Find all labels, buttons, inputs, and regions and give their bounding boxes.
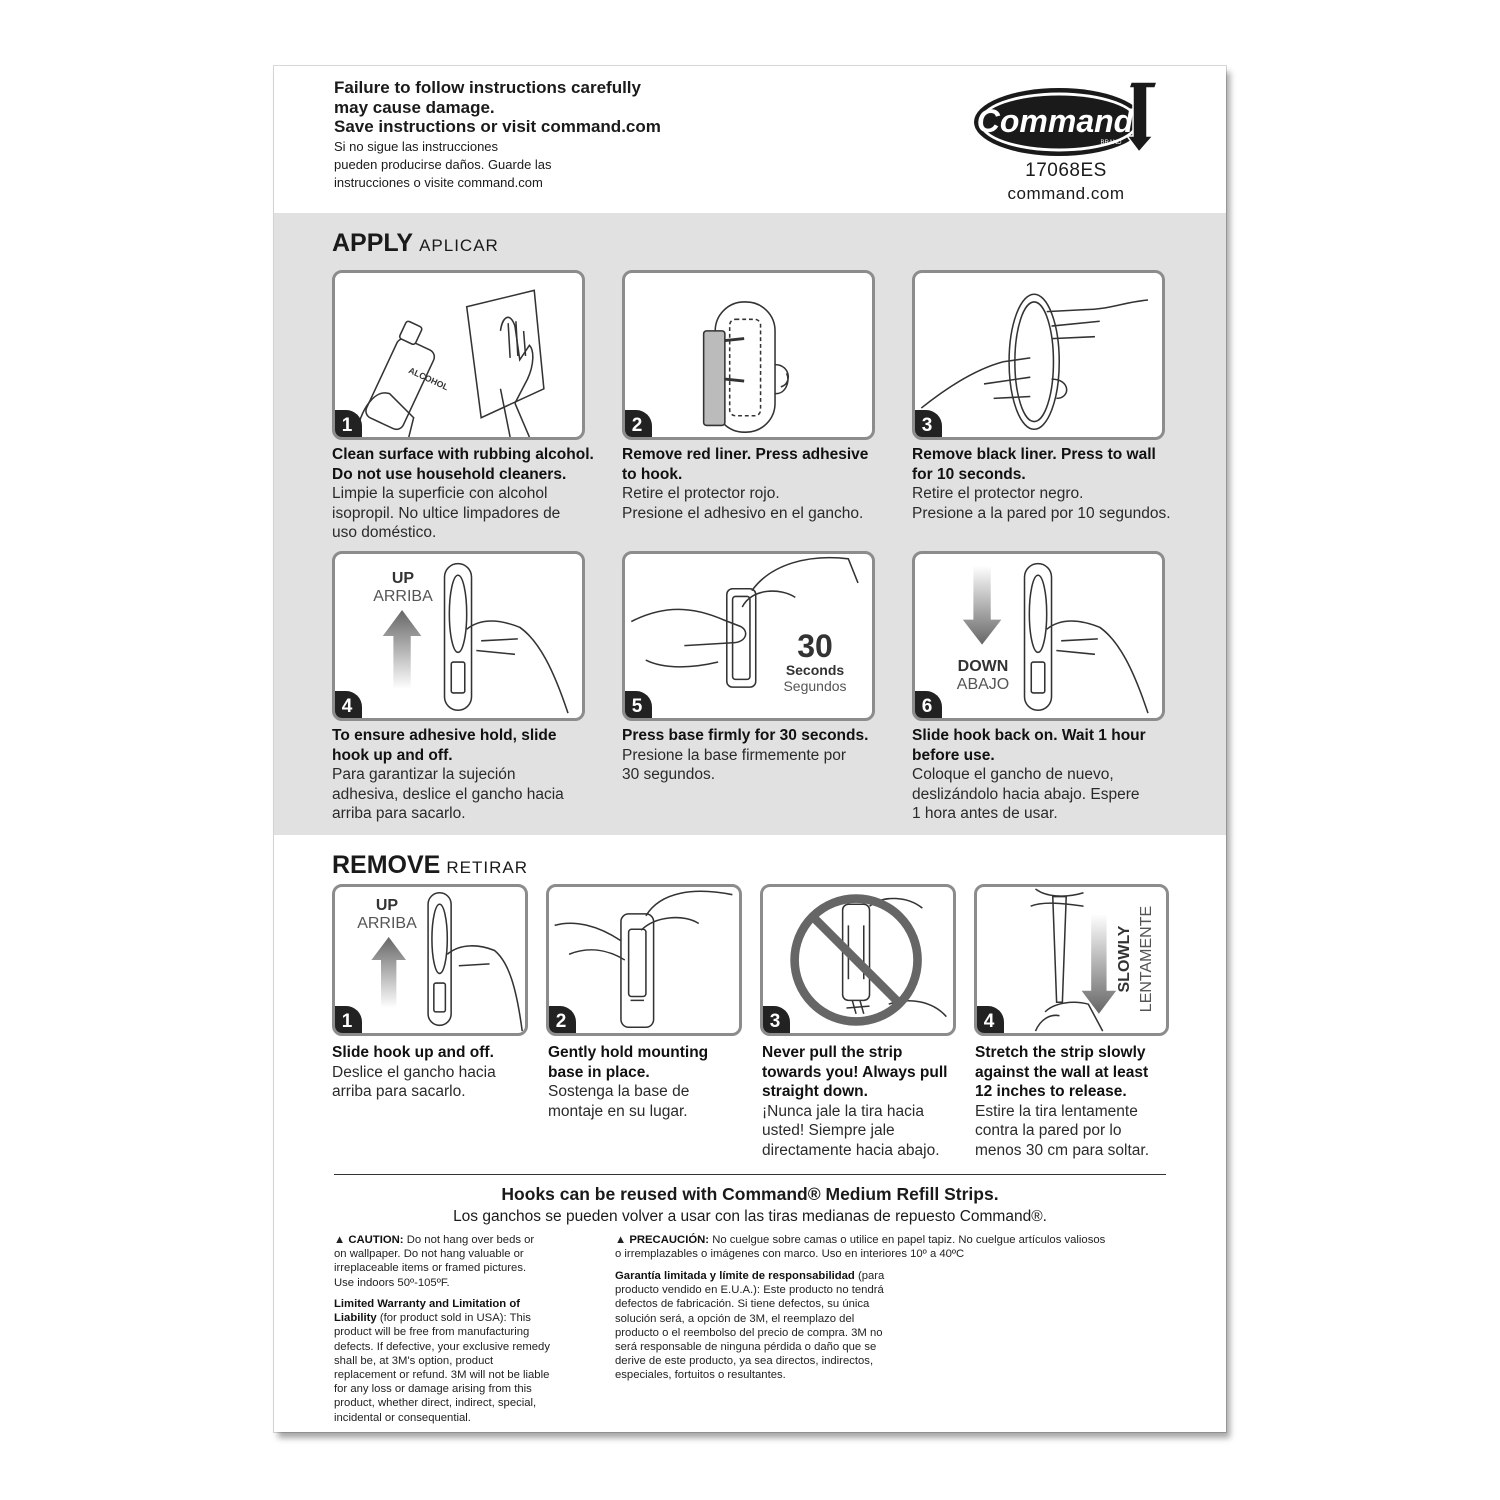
- svg-text:Command: Command: [977, 103, 1135, 139]
- remove-step-3-illustration: 3: [760, 884, 956, 1036]
- step-number-badge: 5: [625, 691, 652, 718]
- instruction-card: Failure to follow instructions carefully…: [274, 66, 1226, 1432]
- step-number-badge: 2: [625, 410, 652, 437]
- slide-hook-off-icon: [371, 891, 523, 1032]
- press-base-icon: [630, 556, 859, 688]
- warning-triangle-icon: ▲: [334, 1234, 346, 1246]
- slide-hook-up-icon: [382, 562, 569, 714]
- reuse-note-spanish: Los ganchos se pueden volver a usar con …: [453, 1208, 1047, 1225]
- apply-step-5-illustration: 30 Seconds Segundos 5: [622, 551, 875, 721]
- apply-step-5-caption: Press base firmly for 30 seconds. Presio…: [622, 727, 869, 783]
- apply-step-1-illustration: ALCOHOL 1: [332, 270, 585, 440]
- slowly-label: SLOWLY LENTAMENTE: [1116, 905, 1155, 1013]
- remove-step-2-illustration: 2: [546, 884, 742, 1036]
- step-number-badge: 3: [915, 410, 942, 437]
- step-number-badge: 1: [335, 410, 362, 437]
- alcohol-wipe-icon: ALCOHOL: [354, 289, 545, 437]
- slide-hook-down-icon: [962, 562, 1149, 714]
- reuse-note-english: Hooks can be reused with Command® Medium…: [501, 1184, 999, 1204]
- product-code: 17068ES: [1025, 160, 1107, 181]
- apply-step-3-illustration: 3: [912, 270, 1165, 440]
- svg-text:BRAND: BRAND: [1100, 140, 1122, 146]
- divider: [334, 1174, 1166, 1175]
- caution-english: ▲ CAUTION: Do not hang over beds or on w…: [334, 1234, 535, 1289]
- warning-english: Failure to follow instructions carefully…: [334, 78, 661, 136]
- do-not-pull-icon: [790, 894, 947, 1026]
- caution-spanish: ▲ PRECAUCIÓN: No cuelgue sobre camas o u…: [615, 1234, 1106, 1261]
- apply-step-1-caption: Clean surface with rubbing alcohol.Do no…: [332, 446, 594, 541]
- step-number-badge: 6: [915, 691, 942, 718]
- stretch-strip-icon: [1030, 888, 1117, 1032]
- step-number-badge: 1: [335, 1006, 362, 1033]
- apply-step-2-illustration: 2: [622, 270, 875, 440]
- hold-base-icon: [554, 890, 733, 1029]
- thirty-seconds-label: 30 Seconds Segundos: [783, 628, 847, 694]
- command-logo: Command BRAND: [971, 80, 1161, 160]
- website: command.com: [1007, 184, 1125, 203]
- step-number-badge: 4: [977, 1006, 1004, 1033]
- warranty-english: Limited Warranty and Limitation of Liabi…: [334, 1298, 550, 1424]
- warning-triangle-icon: ▲: [615, 1234, 627, 1246]
- step-number-badge: 3: [763, 1006, 790, 1033]
- press-to-wall-icon: [920, 293, 1149, 431]
- remove-step-1-caption: Slide hook up and off. Deslice el gancho…: [332, 1044, 496, 1100]
- adhesive-to-hook-icon: [702, 301, 789, 433]
- remove-step-4-illustration: SLOWLY LENTAMENTE 4: [974, 884, 1169, 1036]
- step-number-badge: 2: [549, 1006, 576, 1033]
- warning-spanish: Si no sigue las instrucciones pueden pro…: [334, 139, 552, 190]
- step-number-badge: 4: [335, 691, 362, 718]
- warranty-spanish: Garantía limitada y límite de responsabi…: [615, 1270, 885, 1382]
